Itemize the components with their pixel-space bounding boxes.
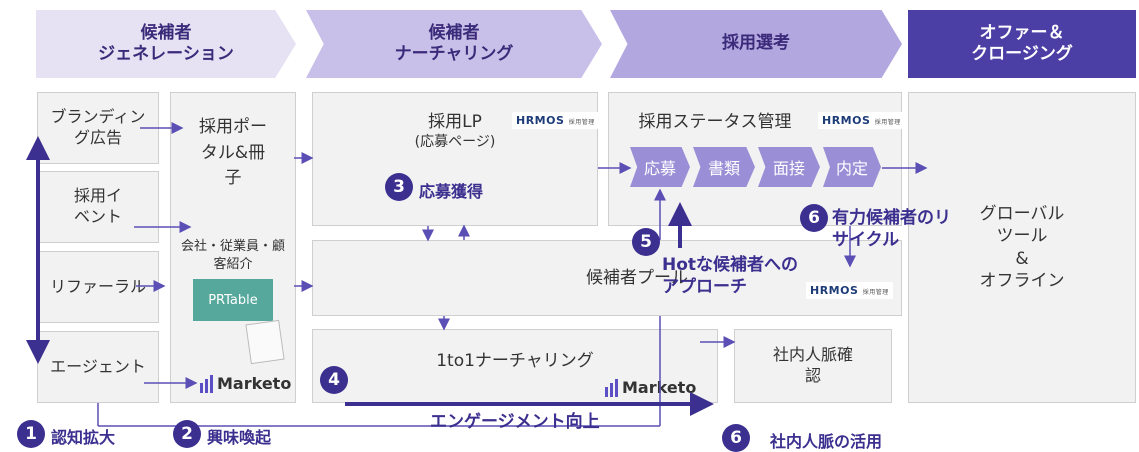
recruiting-event-box: 採用イベント: [37, 171, 159, 243]
badge-5-label: Hotな候補者へのアプローチ: [662, 255, 799, 298]
badge-6b-label: 社内人脈の活用: [770, 432, 883, 451]
marketo-icon: [605, 378, 618, 397]
badge-2-label: 興味喚起: [207, 428, 272, 447]
agent-box: エージェント: [37, 331, 159, 403]
hrmos-logo: HRMOS 採用管理: [818, 112, 905, 129]
badge-1: 1: [17, 420, 45, 448]
hrmos-logo: HRMOS 採用管理: [806, 282, 893, 299]
stage-generation: 候補者 ジェネレーション: [36, 10, 296, 78]
status-title: 採用ステータス管理: [638, 112, 792, 132]
global-tools-box: グローバルツール&オフライン: [908, 92, 1136, 403]
marketo-icon: [200, 374, 213, 393]
referral-sources-label: 会社・従業員・顧客紹介: [180, 239, 285, 272]
engagement-label: エンゲージメント向上: [430, 412, 600, 432]
step-documents: 書類: [693, 147, 755, 187]
referral-box: リファーラル: [37, 251, 159, 323]
step-offer: 内定: [823, 147, 881, 187]
candidate-pool-box: 候補者プール: [312, 240, 902, 316]
step-interview: 面接: [758, 147, 820, 187]
badge-6: 6: [800, 204, 828, 232]
badge-3-label: 応募獲得: [419, 182, 484, 201]
badge-3: 3: [385, 173, 413, 201]
badge-6-label: 有力候補者のリサイクル: [832, 208, 951, 251]
badge-6b: 6: [722, 424, 750, 452]
stage-selection: 採用選考: [610, 10, 902, 78]
stage-nurturing: 候補者 ナーチャリング: [306, 10, 602, 78]
step-apply: 応募: [630, 147, 690, 187]
badge-4: 4: [320, 366, 348, 394]
network-check-box: 社内人脈確認: [734, 329, 892, 403]
stage-closing: オファー＆ クロージング: [908, 10, 1136, 78]
marketo-logo: Marketo: [200, 374, 291, 393]
branding-ad-box: ブランディング広告: [37, 92, 159, 164]
badge-2: 2: [173, 420, 201, 448]
badge-5: 5: [632, 228, 660, 256]
lp-subtitle: (応募ページ): [414, 134, 496, 151]
recruiting-lp-box: 採用LP (応募ページ): [312, 92, 598, 226]
lp-title: 採用LP: [428, 112, 482, 132]
badge-1-label: 認知拡大: [51, 428, 116, 447]
hrmos-logo: HRMOS 採用管理: [512, 112, 599, 129]
marketo-logo: Marketo: [605, 378, 696, 397]
prtable-logo: PRTable: [193, 279, 273, 321]
